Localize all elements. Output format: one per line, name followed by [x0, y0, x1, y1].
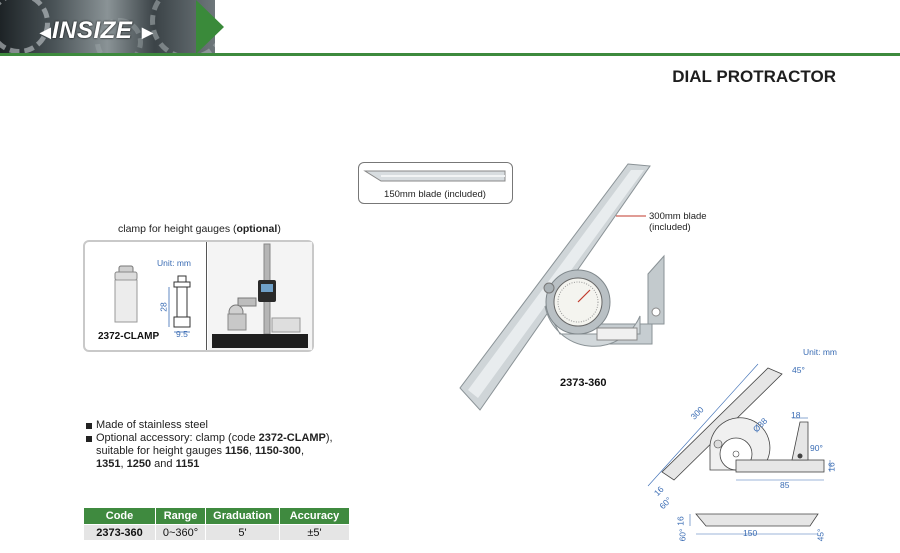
dim-85: 85 — [780, 480, 790, 490]
model-code: 2373-360 — [560, 377, 607, 389]
clamp-divider — [206, 242, 207, 350]
blade-150-figure: 150mm blade (included) — [358, 162, 513, 204]
feature-item: Optional accessory: clamp (code 2372-CLA… — [86, 432, 333, 471]
clamp-drawing — [114, 265, 191, 333]
spec-cell-accuracy: ±5' — [279, 524, 350, 541]
feature-list: Made of stainless steel Optional accesso… — [86, 419, 333, 471]
spec-cell-code: 2373-360 — [83, 524, 156, 541]
blade-150-caption: 150mm blade (included) — [384, 189, 486, 200]
gear-icon — [150, 0, 215, 54]
dim-90: 90° — [810, 443, 823, 453]
clamp-dim-height: 28 — [158, 302, 169, 312]
blade-150-drawing — [363, 170, 506, 182]
gear-icon — [95, 18, 143, 54]
spec-table: Code Range Graduation Accuracy 2373-360 … — [83, 507, 350, 541]
spec-header-code: Code — [83, 507, 156, 525]
feature-item: Made of stainless steel — [86, 419, 333, 432]
brand-logo: INSIZE — [52, 17, 133, 44]
dim-150: 150 — [743, 528, 758, 538]
drawing-unit-label: Unit: mm — [803, 347, 837, 357]
blade-300-callout: 300mm blade (included) — [649, 211, 707, 233]
page-header: ◀ INSIZE ▶ — [0, 0, 900, 56]
clamp-figure: Unit: mm 28 9.5 2372-CLAMP — [83, 240, 314, 352]
dim-60-bottom: 60° — [677, 528, 688, 542]
clamp-unit-label: Unit: mm — [157, 258, 191, 268]
spec-header-accuracy: Accuracy — [279, 507, 350, 525]
logo-arrow-right-icon: ▶ — [142, 24, 153, 40]
spec-table-header-row: Code Range Graduation Accuracy — [83, 507, 350, 525]
header-divider — [0, 53, 900, 56]
dim-16-right: 16 — [826, 462, 837, 472]
spec-cell-range: 0~360° — [155, 524, 206, 541]
dim-16-bottom: 16 — [675, 516, 686, 526]
logo-arrow-left-icon: ◀ — [40, 24, 51, 40]
spec-cell-graduation: 5' — [205, 524, 280, 541]
header-banner-image — [0, 0, 215, 54]
clamp-dim-width: 9.5 — [176, 329, 188, 339]
clamp-code: 2372-CLAMP — [98, 331, 160, 342]
height-gauge-photo — [208, 242, 312, 350]
table-row: 2373-360 0~360° 5' ±5' — [83, 524, 350, 541]
clamp-caption: clamp for height gauges (optional) — [118, 223, 281, 235]
dim-45-top: 45° — [792, 365, 805, 375]
spec-header-graduation: Graduation — [205, 507, 280, 525]
dim-18: 18 — [791, 410, 801, 420]
technical-drawing — [647, 363, 831, 535]
protractor-product-image — [459, 163, 665, 411]
header-chevron-icon — [196, 0, 224, 54]
page-title: DIAL PROTRACTOR — [672, 67, 836, 86]
dim-45-bottom: 45° — [815, 528, 826, 542]
gear-icon — [0, 0, 50, 54]
spec-header-range: Range — [155, 507, 206, 525]
